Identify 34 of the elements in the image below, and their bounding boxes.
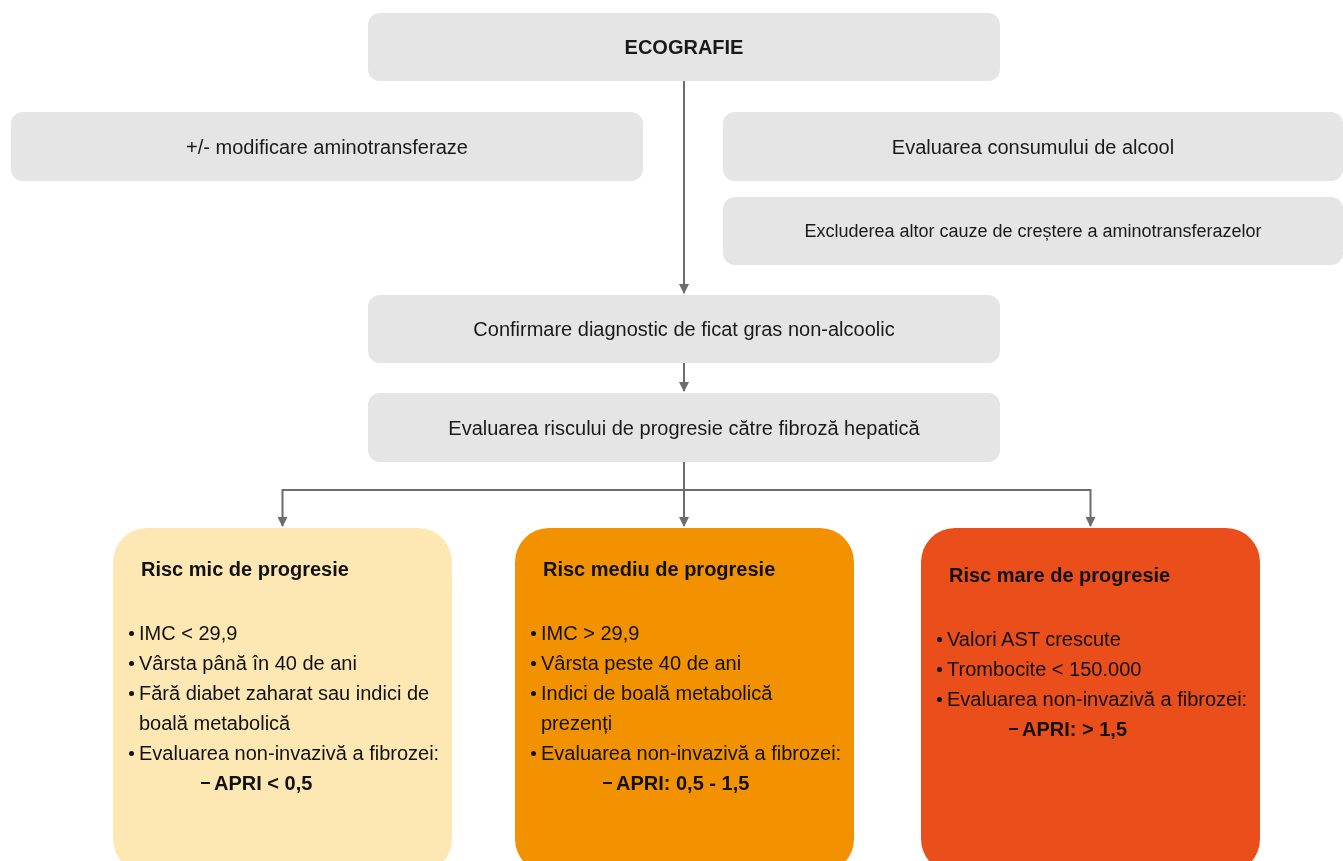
sub-bullet-text: APRI: 0,5 - 1,5 bbox=[616, 771, 750, 796]
bullet-text: IMC > 29,9 bbox=[541, 621, 640, 646]
risk-card bbox=[515, 528, 854, 861]
box-text: Evaluarea riscului de progresie către fibroză hepatică bbox=[448, 415, 920, 441]
risk-card bbox=[921, 528, 1260, 861]
box-text: ECOGRAFIE bbox=[624, 35, 744, 60]
arrow bbox=[679, 362, 689, 392]
risk-card bbox=[113, 528, 452, 861]
bullet-text: Vârsta până în 40 de ani bbox=[139, 651, 357, 676]
bullet-text: Evaluarea non-invazivă a fibrozei: bbox=[541, 741, 842, 766]
bullet-text: Vârsta peste 40 de ani bbox=[541, 651, 742, 676]
bullet-text: Fără diabet zaharat sau indici de boală metabolică bbox=[139, 681, 431, 736]
sub-bullet-text: APRI: > 1,5 bbox=[1022, 717, 1128, 742]
arrow bbox=[679, 80, 689, 294]
bullet-text: Evaluarea non-invazivă a fibrozei: bbox=[139, 741, 440, 766]
box-text: +/- modificare aminotransferaze bbox=[186, 134, 468, 160]
box-text: Excluderea altor cauze de creștere a aminotransferazelor bbox=[804, 219, 1262, 243]
box-text: Evaluarea consumului de alcool bbox=[891, 134, 1175, 160]
box-text: Confirmare diagnostic de ficat gras non-alcoolic bbox=[473, 317, 895, 342]
process-box bbox=[11, 112, 643, 181]
process-box bbox=[368, 295, 1000, 363]
card-heading: Risc mic de progresie bbox=[141, 558, 349, 580]
process-box bbox=[723, 197, 1343, 265]
process-box bbox=[368, 393, 1000, 462]
process-box bbox=[723, 112, 1343, 181]
card-heading: Risc mediu de progresie bbox=[543, 558, 776, 580]
sub-bullet-text: APRI < 0,5 bbox=[214, 771, 313, 796]
process-box bbox=[368, 13, 1000, 81]
card-heading: Risc mare de progresie bbox=[949, 564, 1171, 586]
bullet-text: Valori AST crescute bbox=[947, 627, 1121, 652]
bullet-text: Trombocite < 150.000 bbox=[947, 657, 1142, 682]
bullet-text: IMC < 29,9 bbox=[139, 621, 238, 646]
bullet-text: Evaluarea non-invazivă a fibrozei: bbox=[947, 687, 1248, 712]
bullet-text: Indici de boală metabolică prezenți bbox=[541, 681, 774, 736]
